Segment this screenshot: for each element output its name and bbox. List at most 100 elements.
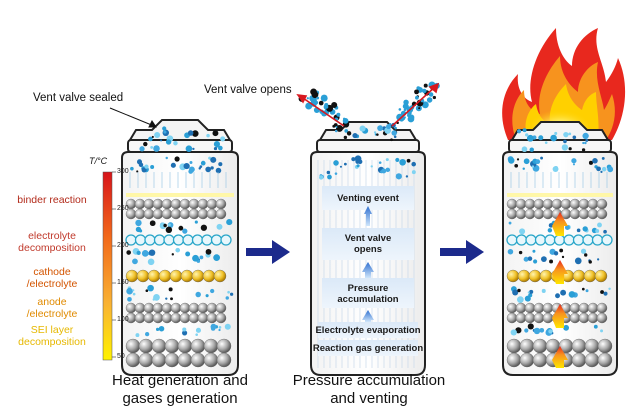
stage-label: Venting event (337, 193, 399, 204)
gas-particle (182, 330, 188, 336)
vent-spray (298, 81, 440, 180)
gas-particle (519, 228, 526, 235)
electrode-particle (151, 352, 167, 368)
cell-fire (502, 28, 626, 376)
gas-particle (218, 326, 222, 329)
electrode-particle (533, 198, 545, 210)
gas-particle (601, 156, 605, 160)
gas-particle (510, 329, 517, 336)
gas-particle (199, 255, 204, 260)
temperature-scale-bar (102, 171, 116, 361)
gas-particle (147, 258, 155, 266)
gas-particle (189, 161, 193, 164)
gas-particle (554, 166, 558, 170)
electrode-particle (571, 352, 587, 368)
electrode-particle (572, 269, 586, 283)
gas-particle (220, 136, 226, 142)
gas-particle (175, 247, 181, 253)
cell-heat-generation (121, 119, 239, 376)
spray-particle (428, 92, 434, 97)
gas-particle (327, 174, 332, 180)
gas-particle (153, 145, 160, 152)
electrode-particle (170, 302, 182, 314)
electrode-particle (584, 338, 600, 354)
electrode-particle (125, 352, 141, 368)
electrode-particle (177, 352, 193, 368)
gas-particle (561, 144, 569, 151)
gas-particle (218, 162, 223, 167)
gas-particle (571, 158, 577, 164)
spray-particle (415, 95, 419, 100)
gas-particle (385, 158, 389, 162)
cathode-ring (553, 234, 566, 246)
gas-particle (378, 161, 382, 164)
spray-particle (316, 96, 320, 100)
gas-particle (527, 323, 534, 330)
cathode-ring (525, 234, 537, 246)
electrode-particle (161, 302, 173, 314)
gas-particle (153, 293, 160, 301)
electrode-particle (578, 312, 590, 324)
cathode-ring (591, 234, 604, 246)
gas-particle (213, 254, 220, 262)
gas-particle (508, 221, 512, 225)
gas-particle (399, 158, 406, 166)
electrode-particle (524, 208, 536, 220)
gas-particle (139, 146, 145, 152)
electrode-particle (206, 302, 218, 314)
cathode-ring (144, 234, 156, 246)
gas-particle (218, 328, 221, 332)
electrode-particle (143, 198, 155, 210)
electrode-particle (215, 312, 227, 324)
gas-particle (585, 138, 589, 142)
caption-pressure-venting: Pressure accumulation and venting (292, 372, 446, 407)
electrode-particle (188, 198, 200, 210)
cathode-ring (582, 234, 594, 246)
electrode-particle (584, 352, 600, 368)
gas-particle (517, 288, 521, 293)
gas-particle (173, 140, 178, 146)
electrode-particle (506, 312, 518, 324)
gas-particle (516, 129, 522, 134)
gas-particle (185, 251, 191, 257)
gas-particle (183, 162, 190, 170)
gas-particle (168, 287, 173, 292)
electrode-particle (524, 198, 536, 210)
stage-label: Electrolyte evaporation (315, 325, 421, 336)
gas-particle (326, 170, 331, 175)
stage-box-2 (322, 228, 414, 260)
temperature-tick-label: 50 (117, 353, 125, 360)
electrode-particle (569, 208, 581, 220)
spray-particle (324, 105, 329, 109)
spray-particle (314, 102, 317, 105)
electrode-particle (583, 269, 597, 283)
gas-particle (343, 162, 347, 166)
gas-particle (405, 175, 409, 178)
electrode-particle (202, 269, 216, 283)
spray-particle (336, 124, 343, 132)
spray-particle (421, 101, 429, 109)
cathode-ring (563, 234, 575, 246)
gas-particle (127, 296, 132, 302)
gas-particle (524, 328, 529, 333)
temperature-tick-label: 300 (117, 168, 129, 175)
gas-particle (165, 226, 173, 234)
electrode-particle (197, 208, 209, 220)
gas-particle (130, 166, 134, 171)
gas-particle (581, 287, 585, 291)
gas-particle (386, 123, 392, 130)
gas-particle (195, 333, 198, 336)
gas-particle (212, 130, 219, 137)
gas-particle (135, 333, 140, 338)
gas-particle (411, 161, 416, 167)
spray-particle (320, 94, 328, 102)
gas-particle (145, 289, 149, 293)
gas-particle (597, 222, 602, 228)
gas-particle (215, 144, 219, 148)
gas-particle (230, 292, 234, 296)
electrode-particle (215, 198, 227, 210)
gas-particle (563, 131, 569, 138)
gas-particle (145, 332, 150, 337)
gas-particle (531, 165, 535, 168)
